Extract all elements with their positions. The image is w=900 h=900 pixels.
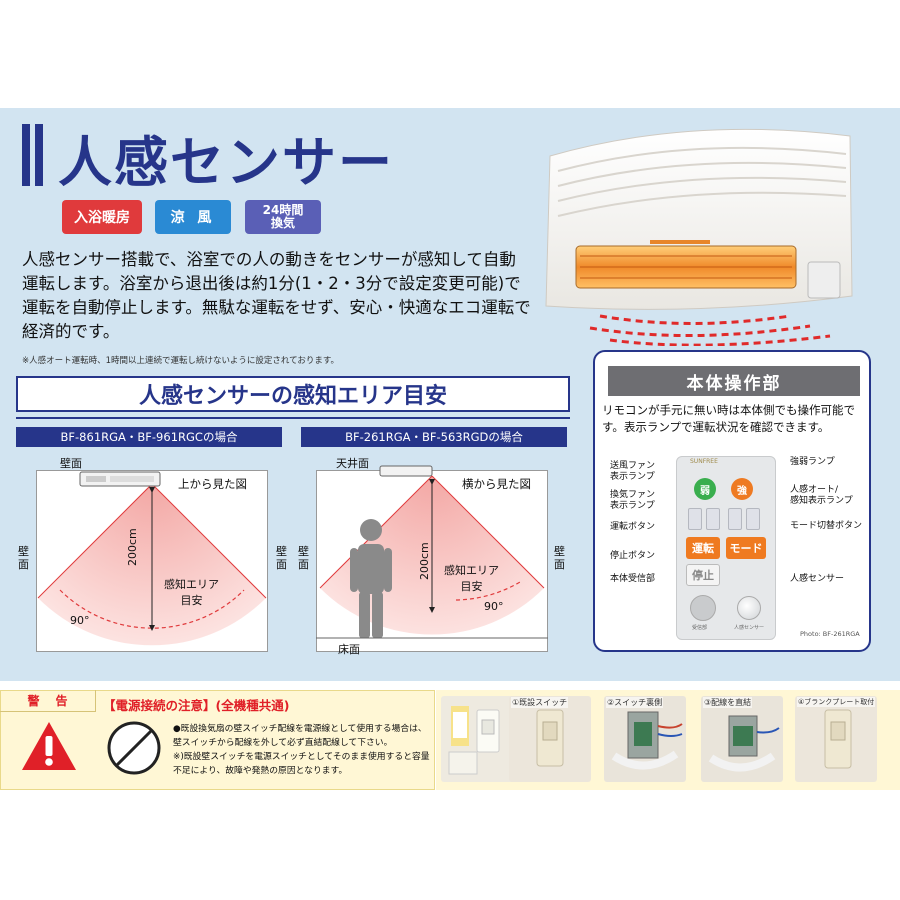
- prohibited-icon: [107, 721, 161, 775]
- warning-label: 警告: [0, 690, 96, 712]
- right-side-label-right: 壁面: [554, 545, 565, 571]
- footnote: ※人感オート運転時、1時間以上連続で運転し続けないように設定されております。: [22, 356, 340, 366]
- receiver-text: 受信部: [692, 625, 708, 631]
- right-top-label: 天井面: [336, 457, 369, 470]
- callout-sensor: 人感センサー: [790, 574, 845, 584]
- stop-button[interactable]: 停止: [686, 564, 720, 586]
- diagram-side-view: [316, 470, 548, 652]
- sense-lamp-indicator: [746, 508, 760, 530]
- motion-sensor: [737, 596, 761, 620]
- step-2-label: ②スイッチ裏側: [606, 697, 664, 708]
- warning-triangle-icon: [22, 722, 76, 770]
- floor-label: 床面: [338, 643, 360, 656]
- callout-strength-lamp: 強弱ランプ: [790, 457, 835, 467]
- callout-receiver: 本体受信部: [610, 574, 656, 584]
- caution-heading: 【電源接続の注意】(全機種共通): [103, 698, 290, 713]
- strong-lamp: 強: [731, 478, 753, 500]
- receiver-window: [690, 595, 716, 621]
- control-panel-description: リモコンが手元に無い時は本体側でも操作可能です。表示ランプで運転状況を確認できま…: [602, 403, 855, 434]
- model-label-left: BF-861RGA・BF-961RGCの場合: [16, 427, 282, 447]
- left-view-label: 上から見た図: [178, 476, 247, 492]
- warning-text: ●既設換気扇の壁スイッチ配線を電源線として使用する場合は、壁スイッチから配線を外…: [173, 724, 430, 776]
- step-photo-switch: [509, 696, 591, 782]
- callout-run-button: 運転ボタン: [610, 522, 656, 532]
- left-distance-label: 200cm: [126, 528, 139, 566]
- right-view-label: 横から見た図: [462, 476, 531, 492]
- callout-mode-button: モード切替ボタン: [790, 521, 863, 531]
- warning-panel: [0, 690, 435, 790]
- detection-area-heading: 人感センサーの感知エリア目安: [16, 376, 570, 412]
- step-3-label: ③配線を直結: [703, 697, 753, 708]
- brand-logo: SUNFREE: [690, 458, 718, 465]
- detection-area-rule: [16, 417, 570, 419]
- step-photo-switch-back: [604, 696, 686, 782]
- mode-button[interactable]: モード: [726, 537, 766, 559]
- photo-credit: Photo: BF-261RGA: [800, 630, 860, 638]
- run-button[interactable]: 運転: [686, 537, 720, 559]
- description: 人感センサー搭載で、浴室での人の動きをセンサーが感知して自動運転します。浴室から…: [22, 250, 531, 341]
- step-4-label: ④ブランクプレート取付: [797, 697, 876, 707]
- right-side-label-left: 壁面: [298, 545, 309, 571]
- right-distance-label: 200cm: [418, 542, 431, 580]
- callout-vent-lamp: 換気ファン 表示ランプ: [610, 490, 656, 511]
- left-zone-label: 感知エリア 目安: [164, 578, 219, 607]
- right-angle-label: 90°: [484, 600, 504, 613]
- badge-cool-breeze: 涼 風: [155, 200, 231, 234]
- left-side-label-right: 壁面: [276, 545, 287, 571]
- vent-lamp-indicator: [706, 508, 720, 530]
- callout-stop-button: 停止ボタン: [610, 551, 656, 561]
- model-label-right: BF-261RGA・BF-563RGDの場合: [301, 427, 567, 447]
- badge-bath-heating: 入浴暖房: [62, 200, 142, 234]
- weak-lamp: 弱: [694, 478, 716, 500]
- control-panel-title: 本体操作部: [608, 366, 860, 396]
- step-photo-blank-plate: [795, 696, 877, 782]
- right-zone-label: 感知エリア 目安: [444, 564, 499, 593]
- sensor-text: 人感センサー: [734, 625, 765, 631]
- left-angle-label: 90°: [70, 614, 90, 627]
- fan-lamp-indicator: [688, 508, 702, 530]
- auto-lamp-indicator: [728, 508, 742, 530]
- step-photo-direct-wire: [701, 696, 783, 782]
- step-1-label: ①既設スイッチ: [511, 697, 569, 708]
- callout-auto-lamp: 人感オート/ 感知表示ランプ: [790, 485, 853, 506]
- left-side-label-left: 壁面: [18, 545, 29, 571]
- heater-unit-image: [545, 128, 853, 346]
- page-title: 人感センサー: [58, 131, 394, 194]
- left-top-label: 壁面: [60, 457, 82, 470]
- step-photo-materials: [441, 696, 523, 782]
- badge-24h-ventilation: 24時間 換気: [245, 200, 321, 234]
- callout-fan-lamp: 送風ファン 表示ランプ: [610, 461, 656, 482]
